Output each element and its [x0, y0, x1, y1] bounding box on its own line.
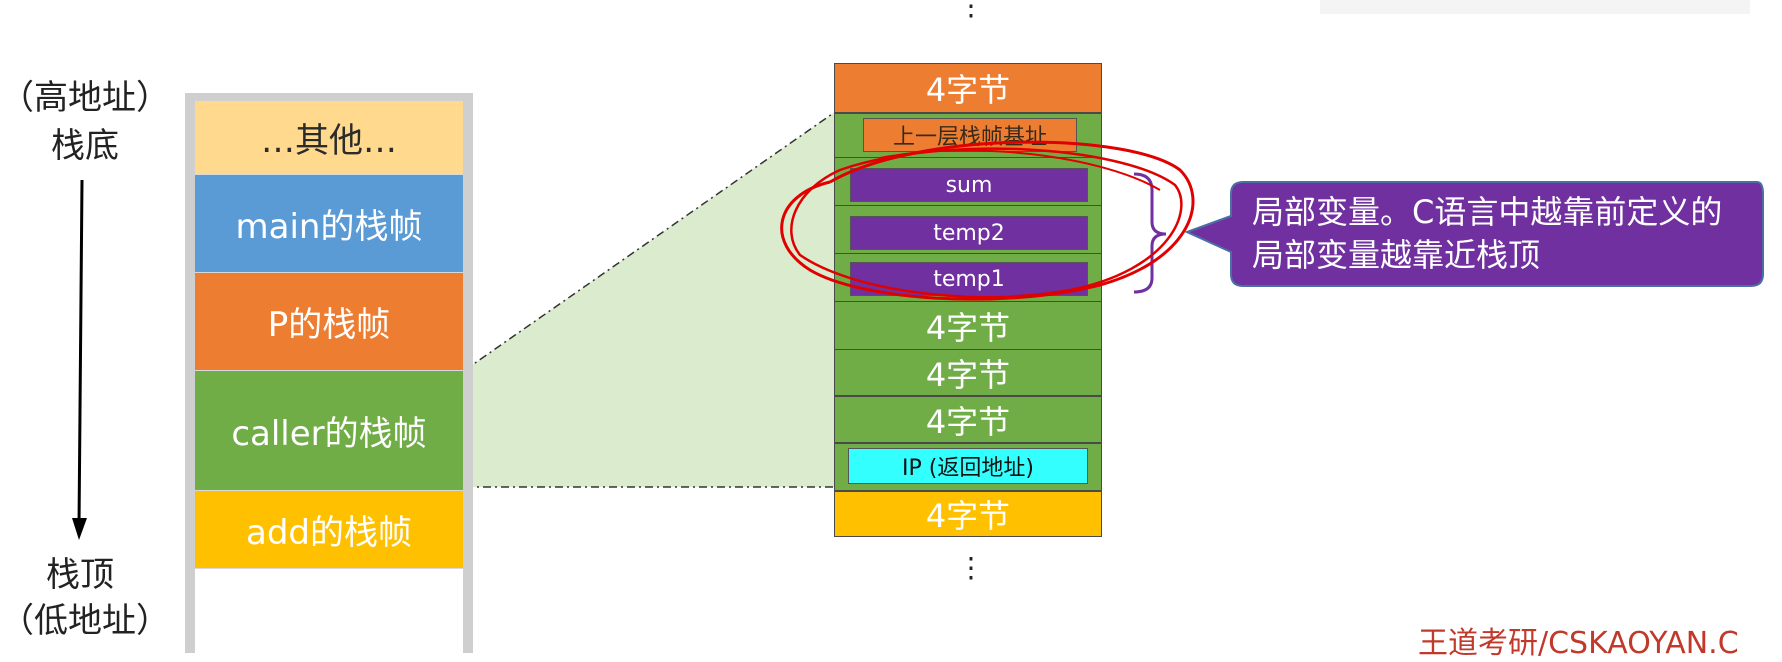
local-var-temp1: temp1	[850, 262, 1088, 296]
stack-top-label: 栈顶	[46, 555, 114, 595]
local-var-sum: sum	[850, 168, 1088, 202]
down-arrow	[72, 179, 87, 540]
callout-text: 局部变量。C语言中越靠前定义的局部变量越靠近栈顶	[1252, 192, 1723, 274]
stack-block-caller: caller的栈帧	[195, 371, 463, 491]
local-var-temp2: temp2	[850, 216, 1088, 250]
detail-middle-cell: 4字节	[834, 349, 1102, 396]
top-right-bar	[1320, 0, 1750, 14]
low-address-label: （低地址）	[0, 601, 170, 641]
return-address-box: IP (返回地址)	[848, 448, 1088, 484]
detail-bottom-cell: 4字节	[834, 491, 1102, 537]
detail-top-cell: 4字节	[834, 63, 1102, 113]
zoom-connector	[463, 111, 836, 488]
brace-icon	[1133, 172, 1167, 294]
watermark: 王道考研/CSKAOYAN.C	[1418, 626, 1739, 661]
stack-block-p: P的栈帧	[195, 273, 463, 371]
stack-bottom-label: 栈底	[51, 126, 119, 166]
red-circle-annotation	[780, 140, 1195, 301]
stack-block-other: …其他…	[195, 101, 463, 175]
stack-block-main: main的栈帧	[195, 175, 463, 273]
stack-block-add: add的栈帧	[195, 491, 463, 569]
high-address-label: （高地址）	[0, 78, 170, 118]
detail-middle-cell: 4字节	[834, 396, 1102, 443]
detail-hidden-cell: 4字节	[834, 301, 1102, 349]
bottom-ellipsis: ⋮	[957, 551, 985, 584]
callout-bubble	[1185, 181, 1764, 287]
